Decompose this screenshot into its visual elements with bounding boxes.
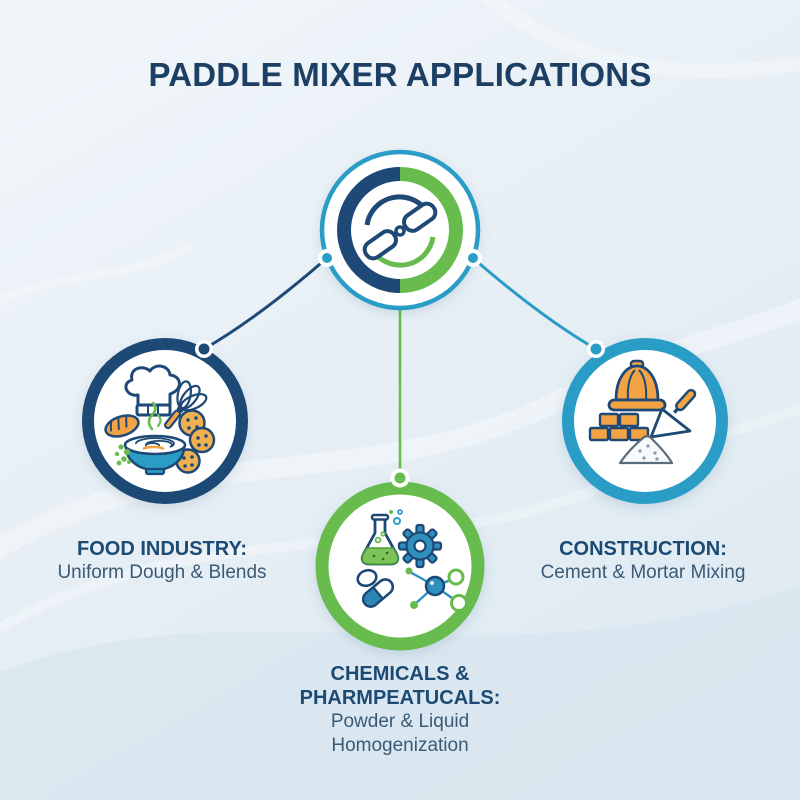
molecule-icon (405, 567, 468, 612)
bread-loaf-icon (104, 414, 140, 438)
chemicals-heading: CHEMICALS & PHARMPEATUCALS: (299, 663, 501, 709)
trowel-icon (649, 388, 697, 439)
hub-split-ring (337, 167, 463, 293)
construction-label: CONSTRUCTION: Cement & Mortar Mixing (523, 537, 763, 585)
whisk-icon (164, 380, 208, 430)
gear-icon (397, 523, 443, 569)
connector-construction (472, 256, 597, 351)
chemicals-node-circle (315, 481, 485, 651)
paddle-mixer-rotation-icon (362, 194, 438, 268)
connector-dot (390, 468, 410, 488)
construction-heading: CONSTRUCTION: (559, 538, 727, 560)
food-heading: FOOD INDUSTRY: (77, 538, 247, 560)
chemicals-node (315, 481, 485, 651)
infographic-title: PADDLE MIXER APPLICATIONS (148, 56, 652, 93)
sand-pile-icon (618, 435, 674, 465)
paddle-blades (362, 201, 438, 261)
connector-dot (587, 340, 605, 358)
food-label: FOOD INDUSTRY: Uniform Dough & Blends (42, 537, 282, 585)
connector-dot (318, 249, 336, 267)
construction-description: Cement & Mortar Mixing (540, 562, 746, 583)
chemicals-description: Powder & Liquid Homogenization (330, 711, 470, 756)
construction-node (562, 338, 728, 504)
erlenmeyer-flask-icon (360, 509, 403, 566)
chemicals-label: CHEMICALS & PHARMPEATUCALS: Powder & Liq… (280, 662, 520, 758)
food-node (82, 338, 248, 504)
connector-dot (195, 340, 213, 358)
green-peas-icon (114, 444, 131, 466)
construction-node-circle (562, 338, 728, 504)
mixing-bowl-icon (123, 401, 187, 476)
hub-node (319, 149, 481, 311)
connector-dot (464, 249, 482, 267)
food-description: Uniform Dough & Blends (57, 562, 267, 583)
capsule-pill-icon (356, 568, 395, 608)
connector-food (203, 256, 328, 351)
hard-hat-icon (607, 359, 667, 412)
